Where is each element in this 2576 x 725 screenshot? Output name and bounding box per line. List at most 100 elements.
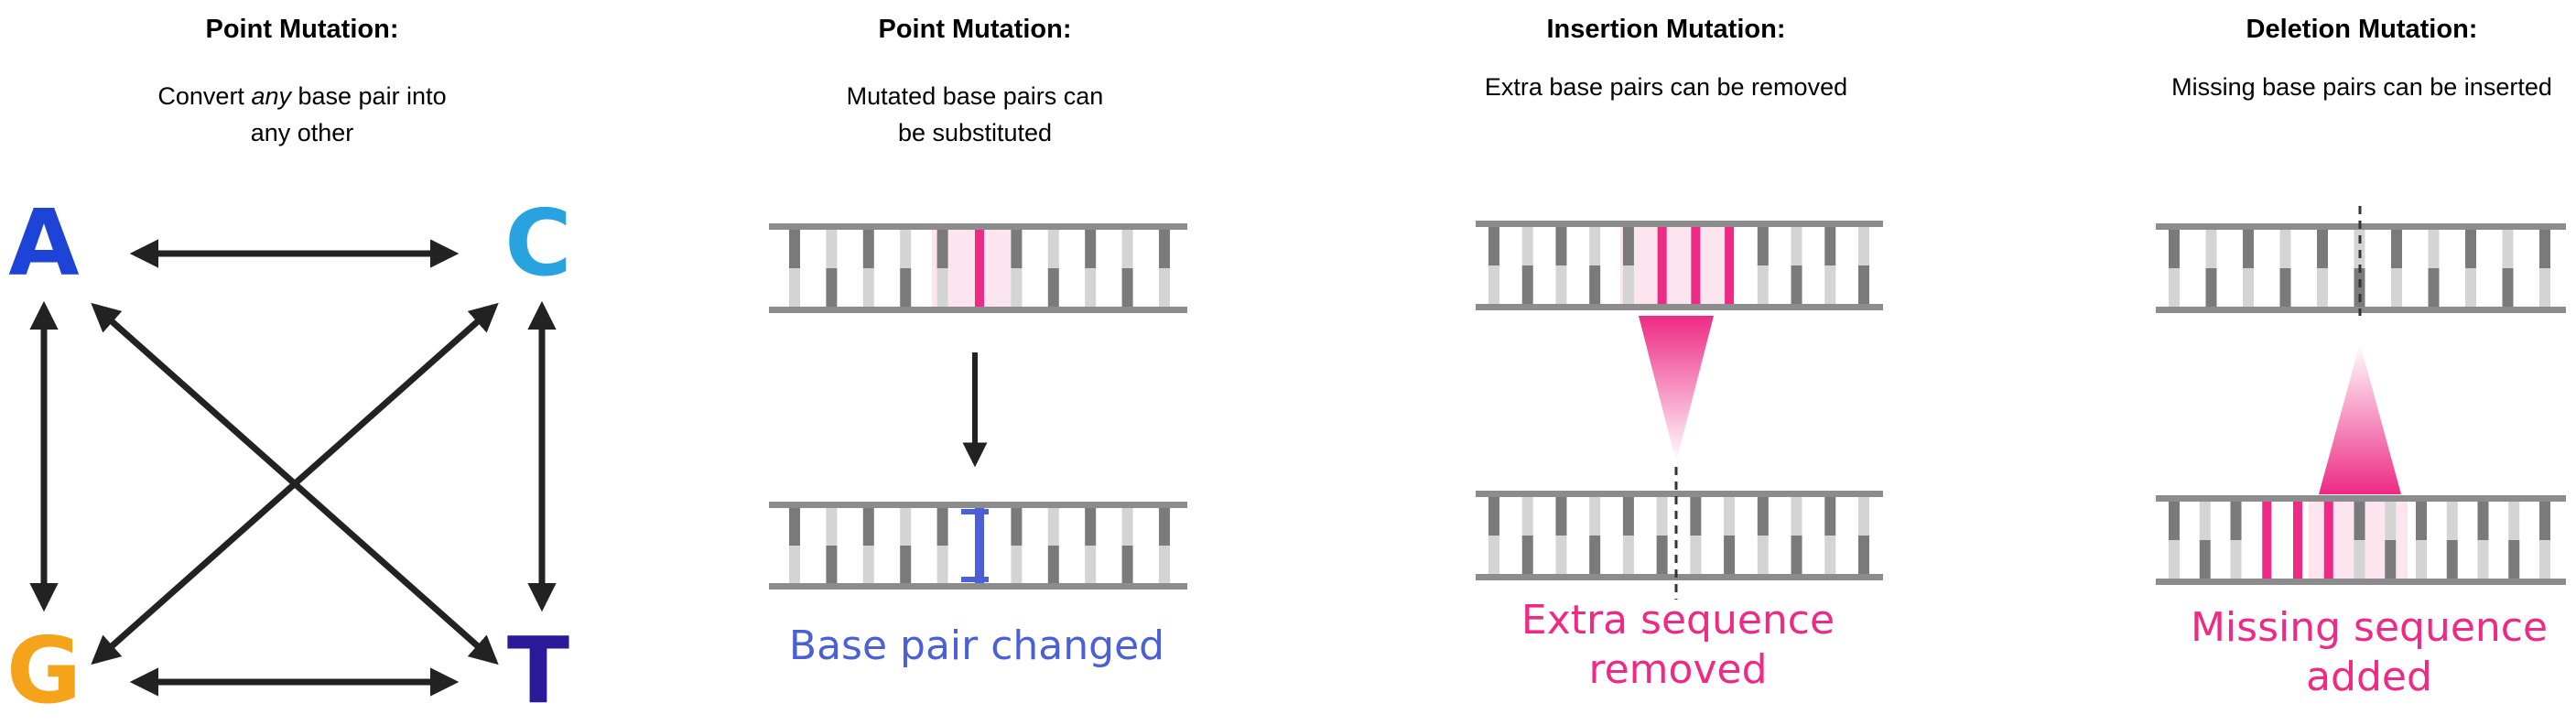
dna-rung-lower [789,546,800,586]
dna-rung-upper [1085,227,1097,268]
dna-rung-upper [1824,494,1836,536]
dna-rung-lower [1757,265,1769,307]
dna-backbone-bottom [1476,304,1883,310]
dna-rung-upper [2539,227,2550,268]
dna-rung-lower [1622,536,1634,577]
dna-rung-lower [1085,546,1097,586]
dna-rung-lower [1858,265,1869,307]
dna-rung-lower [900,546,912,586]
dna-strand-substituted [769,502,1187,590]
dna-backbone-top [1476,221,1883,227]
removal-triangle [1639,316,1714,462]
panel-4-title: Deletion Mutation: [2246,15,2478,44]
dna-rung-upper [1555,494,1567,536]
dna-rung-lower [936,546,948,586]
dna-rung-lower [1011,546,1023,586]
dna-rung-upper [1690,494,1702,536]
dna-rung-lower [2205,268,2217,309]
dna-rung-upper [1724,494,1736,536]
dna-rung-highlighted [1725,224,1735,307]
dna-rung-upper [2243,227,2254,268]
dna-backbone-top [769,502,1187,508]
panel-4-description: Missing base pairs can be inserted [2171,73,2552,101]
dna-rung-upper [1047,227,1059,268]
dna-rung-lower [2477,540,2489,581]
dna-rung-upper [862,505,874,546]
dna-rung-lower [2317,268,2328,309]
dna-rung-upper [862,227,874,268]
panel-3-title: Insertion Mutation: [1546,15,1786,44]
dna-rung-lower [789,268,800,309]
dna-rung-lower [1521,536,1533,577]
panel-2-description: Mutated base pairs can be substituted [792,78,1158,151]
caption-missing-sequence-added-line1: Missing sequence [2191,604,2548,651]
dna-rung-upper [1159,505,1170,546]
dna-rung-upper [1622,494,1634,536]
dna-rung-upper [936,227,948,268]
dna-strand-sequence-inserted [2156,495,2566,585]
arrow-c-g [91,302,499,665]
dna-backbone-bottom [2156,579,2566,585]
caption-base-pair-changed: Base pair changed [789,622,1164,669]
dna-rung-upper [1555,224,1567,265]
dna-rung-lower [1791,265,1802,307]
panel-2-desc-line1: Mutated base pairs can [846,82,1104,110]
dna-rung-lower [2169,268,2180,309]
dna-rung-upper [2391,227,2402,268]
dna-rung-lower [1047,268,1059,309]
dna-rung-upper [1858,224,1869,265]
dna-rung-lower [1159,268,1170,309]
dna-rung-upper [900,505,912,546]
dna-rung-upper [1047,505,1059,546]
dna-rung-upper [2502,227,2514,268]
dna-rung-lower [826,546,838,586]
dna-rung-lower [936,268,948,309]
panel-1-description: Convert any base pair into any other [119,78,485,151]
dna-rung-highlighted [1691,224,1701,307]
dna-backbone-top [769,223,1187,230]
dna-rung-upper [1858,494,1869,536]
dna-rung-lower [1791,536,1802,577]
panel-1-title: Point Mutation: [205,15,399,44]
dna-rung-upper [1488,224,1499,265]
dna-rung-lower [1690,536,1702,577]
caption-extra-sequence-removed-line1: Extra sequence [1521,597,1835,644]
dna-backbone-top [1476,491,1883,497]
dna-rung-upper [2169,227,2180,268]
dna-rung-upper [936,505,948,546]
dna-rung-lower [2169,540,2180,581]
dna-rung-upper [1521,494,1533,536]
insertion-triangle [2319,343,2401,494]
dna-rung-upper [1159,227,1170,268]
dna-strand-original [769,223,1187,313]
dna-rung-upper [1121,505,1133,546]
dna-rung-lower [826,268,838,309]
dna-rung-upper [1085,505,1097,546]
dna-rung-lower [1121,268,1133,309]
dna-rung-lower [1121,546,1133,586]
dna-rung-upper [2477,499,2489,540]
dna-backbone-bottom [769,307,1187,313]
dna-rung-upper [1757,494,1769,536]
panel-1-desc-part3: base pair into [290,82,447,110]
dna-rung-upper [826,505,838,546]
dna-backbone-bottom [769,583,1187,590]
dna-rung-lower [1589,265,1601,307]
dna-rung-lower [1724,536,1736,577]
dna-rung-upper [1011,227,1023,268]
dna-rung-highlighted [2323,499,2333,581]
dna-rung-upper [2428,227,2440,268]
dna-rung-lower [900,268,912,309]
dna-rung-upper [1791,494,1802,536]
dna-rung-lower [1589,536,1601,577]
dna-rung-lower [2243,268,2254,309]
dna-rung-lower [1488,265,1499,307]
dna-rung-upper [1622,224,1634,265]
dna-rung-upper [789,505,800,546]
dna-rung-lower [2465,268,2476,309]
dna-rung-lower [1858,536,1869,577]
dna-strand-with-insertion [1476,221,1883,310]
dna-rung-lower [1555,536,1567,577]
dna-rung-lower [1656,536,1668,577]
dna-strand-insertion-removed [1476,491,1883,580]
